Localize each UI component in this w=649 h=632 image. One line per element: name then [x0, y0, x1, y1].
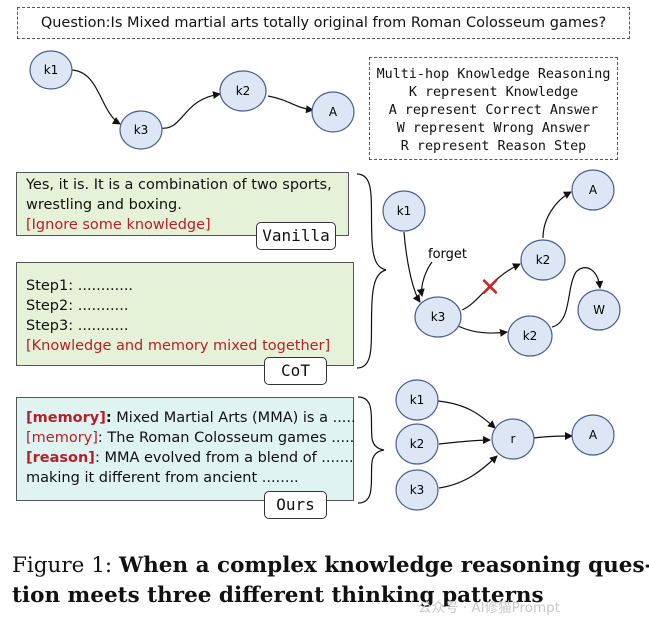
graphs-canvas: k1 k3 k2 A forget ✕ k1 k3 k2 A k2	[29, 50, 621, 511]
graph-node: k2	[395, 423, 439, 465]
memory-label: [memory]	[26, 410, 106, 426]
ours-tail: making it different from ancient .......…	[26, 470, 299, 486]
ours-text: Mixed Martial Arts (MMA) is a .....	[111, 410, 356, 426]
graph-node: k1	[382, 190, 426, 232]
vanilla-line: wrestling and boxing.	[26, 197, 182, 213]
ours-box: [memory]: Mixed Martial Arts (MMA) is a …	[16, 397, 356, 501]
legend-line: R represent Reason Step	[400, 139, 587, 154]
graph-node: A	[571, 169, 615, 211]
edge	[457, 325, 508, 337]
edge	[157, 91, 221, 129]
graph-node: W	[577, 289, 621, 331]
graph-node: r	[491, 418, 535, 460]
edge	[533, 432, 573, 441]
node-label: k2	[410, 437, 425, 451]
graph-node: k2	[219, 70, 267, 112]
reason-label: [reason]	[26, 450, 95, 466]
caption-line: tion meets three different thinking patt…	[12, 581, 642, 611]
graph-node: k1	[29, 50, 73, 90]
node-label: A	[589, 428, 598, 442]
graph-node: k2	[507, 315, 553, 357]
graph-node: A	[311, 91, 355, 133]
caption-prefix: Figure 1:	[12, 553, 119, 578]
edge	[403, 231, 421, 303]
ours-tag: Ours	[264, 491, 327, 519]
legend-line: A represent Correct Answer	[388, 103, 599, 118]
cot-tag: CoT	[264, 357, 327, 385]
ours-line: [reason]: MMA evolved from a blend of ..…	[26, 448, 354, 468]
node-label: k1	[410, 393, 425, 407]
error-cross: ✕	[479, 273, 501, 303]
vanilla-tag: Vanilla	[256, 222, 336, 250]
graph-node: k3	[414, 296, 462, 338]
vanilla-line: Yes, it is. It is a combination of two s…	[26, 177, 332, 193]
node-label: W	[593, 303, 605, 317]
cot-box: Step1: ............ Step2: ........... S…	[16, 262, 354, 366]
graph-node: k2	[520, 239, 566, 281]
node-label: k2	[236, 84, 251, 98]
graph-node: k3	[119, 110, 163, 150]
cot-line: Step2: ...........	[26, 298, 129, 314]
brace	[357, 396, 385, 504]
edge	[267, 95, 314, 114]
ours-text: MMA evolved from a blend of .......	[99, 450, 354, 466]
graph-node: k3	[395, 469, 439, 511]
ours-sep: :	[105, 410, 112, 426]
node-label: k1	[397, 204, 412, 218]
cot-line: Step3: ...........	[26, 318, 129, 334]
watermark: 公众号 · AI修猫Prompt	[418, 600, 561, 616]
forget-label: forget	[428, 247, 467, 262]
cot-line: Step1: ............	[26, 278, 134, 294]
legend-line: Multi-hop Knowledge Reasoning	[376, 67, 611, 82]
edge	[438, 455, 498, 489]
ours-line: [memory]: Mixed Martial Arts (MMA) is a …	[26, 408, 356, 428]
memory-label: [memory]	[26, 430, 98, 446]
node-label: k1	[44, 63, 59, 77]
graph-node: A	[571, 414, 615, 456]
graph-node: k1	[395, 379, 439, 421]
question-text: Question:Is Mixed martial arts totally o…	[40, 15, 607, 31]
caption-bold: tion meets three different thinking patt…	[12, 583, 544, 608]
edge	[461, 263, 521, 311]
legend-line: W represent Wrong Answer	[396, 121, 591, 136]
node-label: k3	[134, 123, 149, 137]
edge	[438, 436, 491, 445]
question-box: Question:Is Mixed martial arts totally o…	[17, 7, 630, 39]
edge	[416, 261, 433, 297]
edge	[542, 191, 572, 239]
node-label: k2	[523, 329, 538, 343]
ours-sep: :	[94, 450, 100, 466]
edge	[551, 267, 604, 328]
node-label: k2	[536, 253, 551, 267]
vanilla-note: [Ignore some knowledge]	[26, 217, 211, 233]
legend-box: Multi-hop Knowledge Reasoning K represen…	[369, 57, 618, 160]
legend-line: K represent Knowledge	[408, 85, 579, 100]
cot-note: [Knowledge and memory mixed together]	[26, 338, 331, 354]
brace	[356, 173, 387, 369]
ours-text: The Roman Colosseum games .....	[102, 430, 355, 446]
edge	[71, 69, 121, 125]
node-label: A	[589, 183, 598, 197]
caption-line: Figure 1: When a complex knowledge reaso…	[12, 551, 649, 581]
ours-line: [memory]: The Roman Colosseum games ....…	[26, 428, 355, 448]
figure-caption: Figure 1: When a complex knowledge reaso…	[12, 551, 649, 611]
node-label: r	[511, 432, 516, 446]
caption-bold: When a complex knowledge reasoning ques-	[119, 553, 649, 578]
node-label: k3	[410, 483, 425, 497]
edge	[437, 400, 496, 429]
node-label: k3	[431, 310, 446, 324]
ours-sep: :	[97, 430, 103, 446]
node-label: A	[329, 105, 338, 119]
